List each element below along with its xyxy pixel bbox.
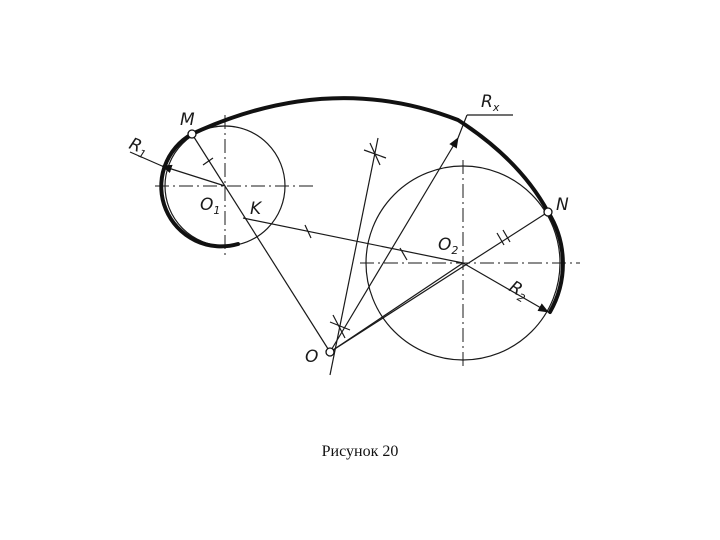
tick-m-o1 [202, 157, 214, 166]
arc-r2-outline [546, 210, 565, 314]
label-n: N [556, 195, 569, 215]
line-r1-extension [129, 151, 163, 167]
radius-r2-arrow [462, 262, 549, 313]
label-o: O [305, 347, 318, 367]
label-r2: R2 [505, 277, 532, 305]
label-o2: O2 [438, 235, 458, 257]
radius-r1-arrow [160, 164, 226, 187]
line-k-o2 [242, 217, 464, 264]
figure-caption: Рисунок 20 [321, 443, 399, 460]
tick-k-o2-2 [399, 247, 408, 261]
bisector-cross-bottom-2 [332, 314, 346, 339]
bisector-cross-bottom-1 [329, 321, 351, 331]
tick-o2-n-2 [502, 229, 511, 243]
point-n [543, 207, 553, 217]
label-r1: R1 [125, 134, 151, 161]
point-m [187, 129, 197, 139]
label-rx: Rx [481, 92, 500, 114]
perpendicular-bisector [329, 137, 379, 376]
label-k: K [250, 199, 263, 219]
point-o [325, 347, 335, 357]
label-m: M [180, 110, 195, 130]
label-o1: O1 [200, 195, 220, 217]
arc-rx-outline [190, 96, 550, 214]
line-o-n [329, 211, 549, 353]
circle-o2 [365, 165, 561, 361]
tick-k-o2-1 [304, 224, 312, 239]
arc-r1-outline [159, 132, 240, 249]
tick-o2-n-1 [496, 232, 505, 246]
line-m-o [191, 133, 331, 353]
radius-rx-arrow [329, 137, 459, 353]
line-rx-extension [457, 114, 468, 139]
bisector-cross-top-2 [369, 142, 381, 166]
